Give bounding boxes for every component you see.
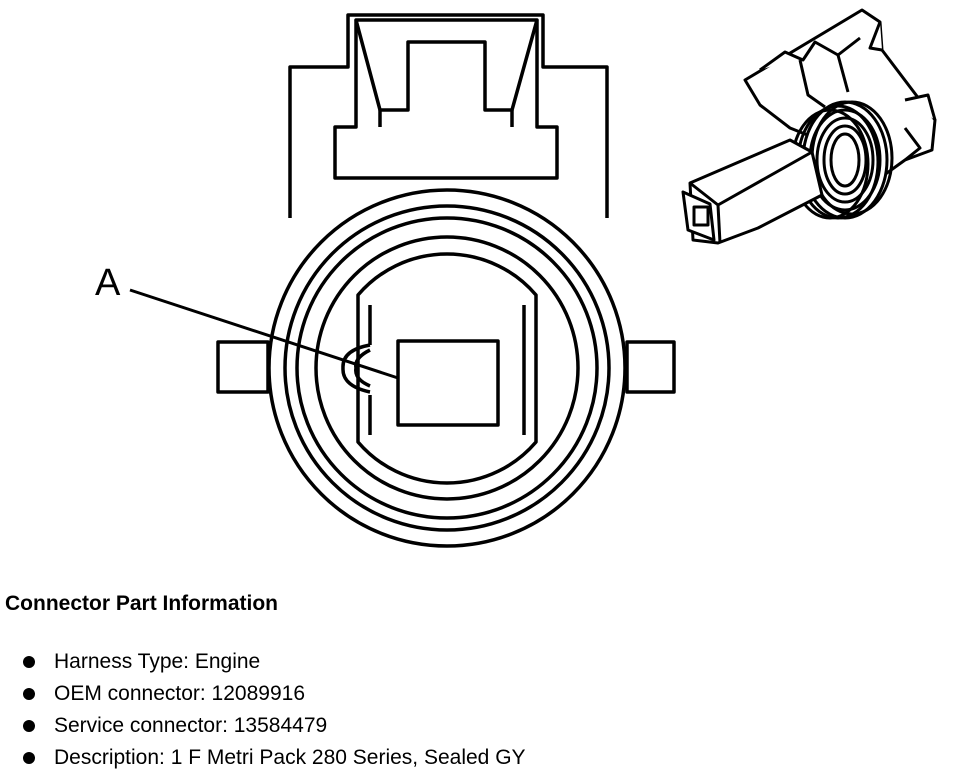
bullet-icon (23, 656, 35, 668)
list-item-harness-type: Harness Type: Engine (0, 646, 526, 678)
left-ear (216, 340, 270, 394)
bullet-icon (23, 720, 35, 732)
callout-leader-line (129, 288, 399, 380)
latch-slot (354, 19, 539, 112)
list-item-text: Description: 1 F Metri Pack 280 Series, … (54, 746, 526, 769)
ring-2 (283, 204, 611, 532)
right-ear (625, 340, 676, 394)
locating-notch (341, 343, 371, 394)
terminal-a (396, 339, 500, 427)
list-item-text: OEM connector: 12089916 (54, 682, 305, 705)
list-item-service-connector: Service connector: 13584479 (0, 710, 526, 742)
list-item-text: Harness Type: Engine (54, 650, 261, 673)
callout-label-a: A (95, 262, 121, 304)
bullet-icon (23, 752, 35, 764)
list-item-text: Service connector: 13584479 (54, 714, 328, 737)
list-item-oem-connector: OEM connector: 12089916 (0, 678, 526, 710)
list-item-description: Description: 1 F Metri Pack 280 Series, … (0, 742, 526, 774)
latch-housing (288, 13, 609, 218)
ring-4 (314, 235, 580, 501)
terminal-window (692, 205, 710, 227)
ring-3 (295, 216, 599, 520)
bullet-icon (23, 688, 35, 700)
part-info-title: Connector Part Information (5, 592, 279, 615)
connector-face-view-icon (129, 13, 676, 548)
part-info-list: Harness Type: Engine OEM connector: 1208… (0, 646, 526, 774)
connector-diagram: A (95, 8, 937, 548)
connector-3d-view-icon (681, 8, 937, 245)
